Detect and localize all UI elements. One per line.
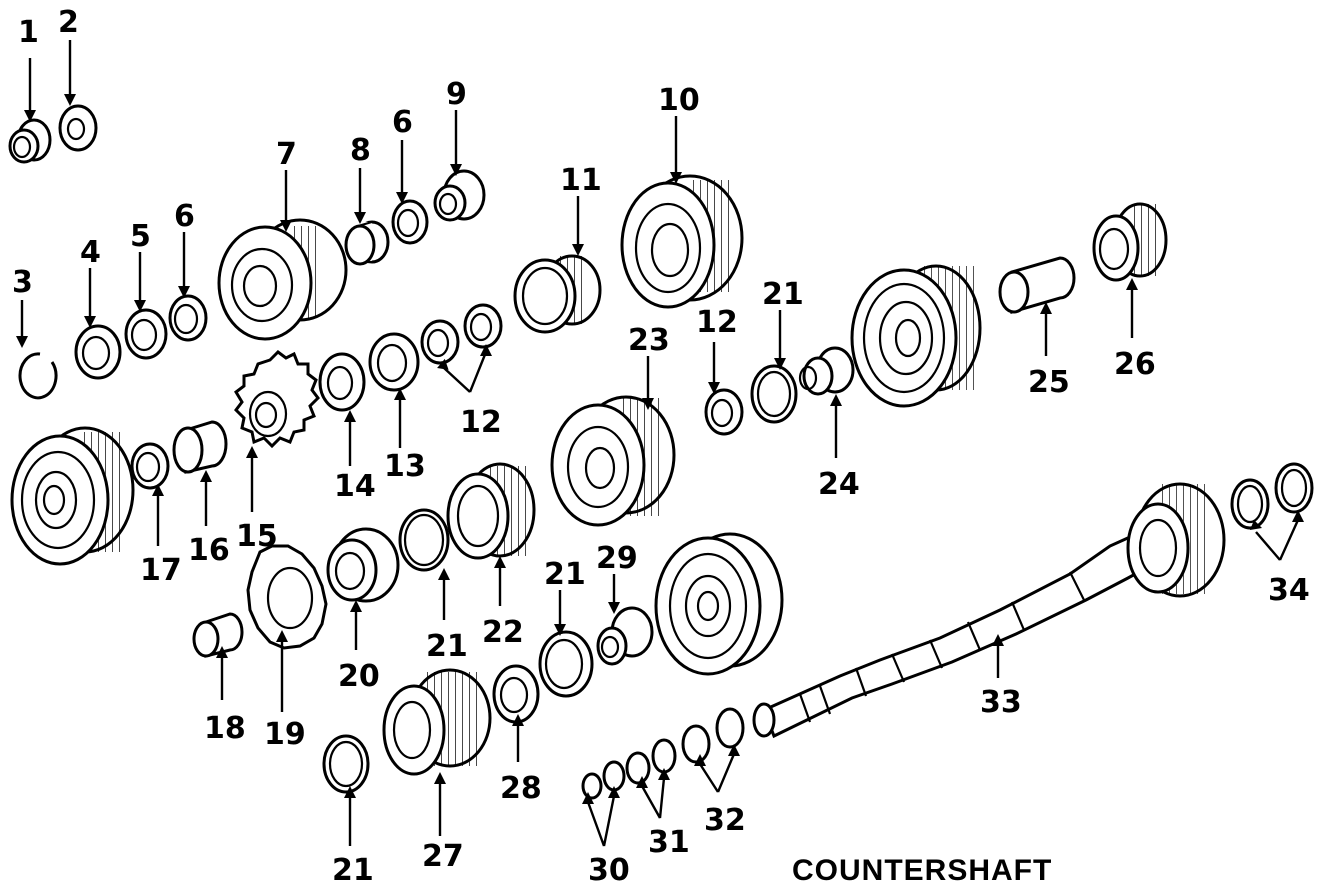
callout-13: 13 <box>384 449 426 484</box>
callout-29: 29 <box>596 541 638 576</box>
callout-30: 30 <box>588 853 630 888</box>
callout-4: 4 <box>80 235 101 270</box>
part-10-gear <box>620 174 744 309</box>
diagram-title: COUNTERSHAFT <box>792 854 1052 887</box>
part-27-gear <box>382 668 492 776</box>
part-21-ring-lower-center <box>538 630 594 698</box>
callout-27: 27 <box>422 839 464 874</box>
callout-32: 32 <box>704 803 746 838</box>
part-20-bearing <box>326 527 400 603</box>
part-22-bearing <box>446 462 536 560</box>
callout-23: 23 <box>628 323 670 358</box>
part-6-washer <box>168 294 208 342</box>
part-5-bearing <box>124 308 168 360</box>
part-33-countershaft <box>752 482 1226 739</box>
part-18-bushing <box>192 612 244 658</box>
part-21-ring-lower-left <box>322 734 370 794</box>
part-large-gear-left <box>10 426 135 566</box>
callout-1: 1 <box>18 15 39 50</box>
callout-33: 33 <box>980 685 1022 720</box>
callout-6-upper: 6 <box>392 105 413 140</box>
part-7-gear <box>217 218 348 341</box>
part-2-washer <box>58 104 98 152</box>
callout-34: 34 <box>1268 573 1310 608</box>
callout-6: 6 <box>174 199 195 234</box>
part-large-gear-lower <box>654 532 784 676</box>
callout-21-center: 21 <box>426 629 468 664</box>
part-28-washer <box>492 664 540 724</box>
callout-16: 16 <box>188 533 230 568</box>
part-9-bushing <box>433 169 486 222</box>
part-16-bushing <box>172 420 228 474</box>
callout-9: 9 <box>446 77 467 112</box>
part-23-gear <box>550 395 676 527</box>
callout-31: 31 <box>648 825 690 860</box>
callout-12-pair: 12 <box>460 405 502 440</box>
part-3-snap-ring <box>18 352 58 400</box>
part-21-ring-center <box>398 508 450 572</box>
part-34-rings <box>1230 462 1314 530</box>
part-21-ring-upper <box>750 364 798 424</box>
callout-11: 11 <box>560 163 602 198</box>
part-26-bearing <box>1092 202 1168 282</box>
callout-7: 7 <box>276 137 297 172</box>
callout-21-lower-left: 21 <box>332 853 374 888</box>
part-8-bushing <box>344 220 390 266</box>
callout-24: 24 <box>818 467 860 502</box>
callout-21-upper: 21 <box>762 277 804 312</box>
part-15-sprocket <box>234 350 320 449</box>
leader-arrows <box>16 40 1304 847</box>
parts <box>8 104 1314 800</box>
callout-15: 15 <box>236 519 278 554</box>
part-14-washer <box>318 352 366 412</box>
part-12-bushing-pair <box>420 303 503 365</box>
callout-22: 22 <box>482 615 524 650</box>
callout-5: 5 <box>130 219 151 254</box>
part-25-sleeve <box>998 256 1076 314</box>
callout-20: 20 <box>338 659 380 694</box>
part-12-bushing-right <box>704 388 744 436</box>
callout-10: 10 <box>658 83 700 118</box>
part-11-bearing <box>513 254 602 334</box>
callout-14: 14 <box>334 469 376 504</box>
callout-2: 2 <box>58 5 79 40</box>
callout-12-right: 12 <box>696 305 738 340</box>
part-4-bearing <box>74 324 122 380</box>
part-24-bushing <box>798 346 855 396</box>
callout-21-lower-center: 21 <box>544 557 586 592</box>
callout-26: 26 <box>1114 347 1156 382</box>
part-17-bushing <box>130 442 170 490</box>
callout-18: 18 <box>204 711 246 746</box>
callout-25: 25 <box>1028 365 1070 400</box>
part-1-bushing <box>8 118 52 164</box>
callout-labels: 1 2 3 4 5 6 6 7 8 9 10 11 12 12 13 14 15… <box>12 5 1310 888</box>
part-13-bearing <box>368 332 420 392</box>
callout-8: 8 <box>350 133 371 168</box>
callout-28: 28 <box>500 771 542 806</box>
callout-19: 19 <box>264 717 306 752</box>
part-6-washer-upper <box>391 199 429 245</box>
part-19-plate <box>246 544 328 650</box>
callout-3: 3 <box>12 265 33 300</box>
part-large-gear-right <box>850 264 982 408</box>
part-30-rings <box>581 760 626 800</box>
part-29-bushing <box>596 606 654 666</box>
callout-17: 17 <box>140 553 182 588</box>
